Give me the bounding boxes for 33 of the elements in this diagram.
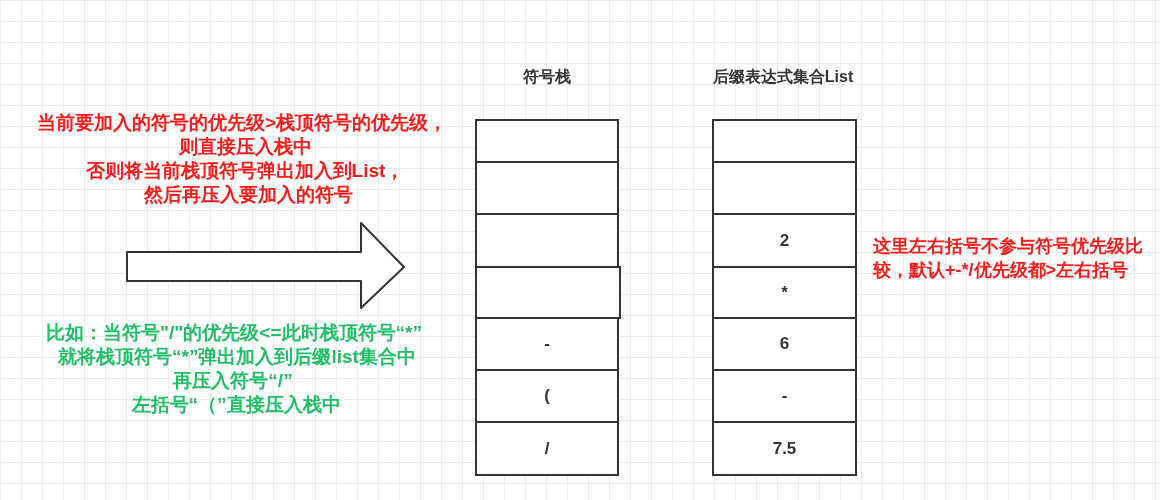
cell-value: / [544,437,550,460]
stack-cell [475,369,619,423]
stack-cell [712,317,857,371]
stack-cell [475,161,619,215]
cell-value: 7.5 [772,437,797,460]
example-text: 左括号“（”直接压入栈中 [131,393,341,417]
stack-cell [712,266,857,319]
rule-text: 然后再压入要加入的符号 [143,183,353,207]
stack-cell [475,213,619,268]
cell-value: - [781,385,788,407]
column-heading: 符号栈 [523,67,571,87]
stack-cell [475,266,621,319]
example-text: 再压入符号“/” [173,369,293,393]
cell-value: 2 [779,229,790,252]
cell-value: ( [544,385,550,407]
stack-cell [712,213,857,268]
rule-text: 则直接压入栈中 [178,135,312,159]
stack-cell [712,421,857,476]
stack-cell [475,317,619,371]
note-text: 这里左右括号不参与符号优先级比较，默认+-*/优先级都>左右括号 [873,235,1144,282]
cell-value: - [544,333,550,355]
column-heading: 后缀表达式集合List [712,67,854,87]
example-text: 就将栈顶符号“*”弹出加入到后缀list集合中 [58,345,416,369]
cell-value: 6 [779,333,790,355]
rule-text: 否则将当前栈顶符号弹出加入到List， [85,159,405,183]
stack-cell [712,369,857,423]
example-text: 比如：当符号"/"的优先级<=此时栈顶符号“*” [46,321,422,345]
stack-cell [712,119,857,163]
stack-cell [475,421,619,476]
cell-value: * [781,281,788,304]
stack-cell [712,161,857,215]
stack-cell [475,119,619,163]
rule-text: 当前要加入的符号的优先级>栈顶符号的优先级， [36,111,448,135]
